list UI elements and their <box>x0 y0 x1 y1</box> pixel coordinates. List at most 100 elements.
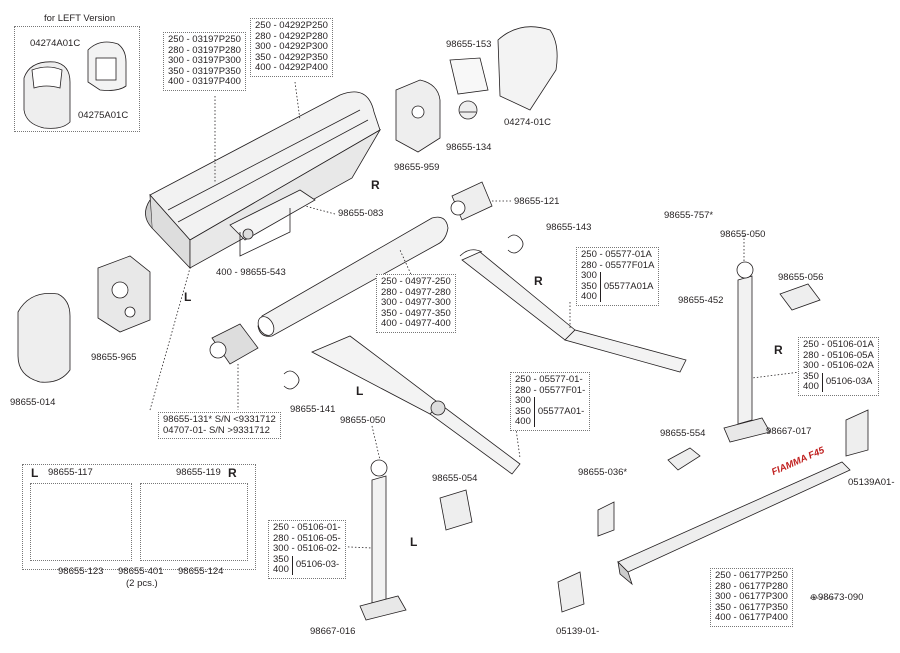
leg-left-box: 250 - 05106-01- 280 - 05106-05- 300 - 05… <box>268 520 346 579</box>
arm-left-row: 280 - 05577F01- <box>515 384 586 396</box>
roller-row: 300 - 04977-300 <box>381 297 451 309</box>
leg-right-bracket: 350 400 05106-03A <box>803 370 874 393</box>
rear-tube-row: 250 - 04292P250 <box>255 20 328 31</box>
part-label-98655-965: 98655-965 <box>91 352 137 363</box>
leg-right <box>723 261 771 443</box>
arm-left-key: 350 <box>515 405 531 417</box>
part-label-98655-050-left: 98655-050 <box>340 415 386 426</box>
part-label-98655-153: 98655-153 <box>446 39 492 50</box>
part-label-98655-757: 98655-757* <box>664 210 714 221</box>
part-qty-98655-401: (2 pcs.) <box>126 578 158 589</box>
arm-right-value: 05577A01A <box>603 280 654 292</box>
arm-joint-kit-group <box>22 464 256 570</box>
front-bar <box>617 461 851 586</box>
part-label-98655-959: 98655-959 <box>394 162 440 173</box>
arm-left-bracket: 300 350 400 05577A01- <box>515 396 585 428</box>
leg-right-value: 05106-03A <box>825 376 873 388</box>
arm-left <box>311 335 521 475</box>
front-bar-row: 280 - 06177P280 <box>715 580 788 592</box>
part-label-04274-01C: 04274-01C <box>504 117 552 128</box>
part-label-98655-121: 98655-121 <box>514 196 560 207</box>
leg-right-key: 400 <box>803 381 819 393</box>
arm-joint-kit-left <box>30 483 132 561</box>
leg-left-key: 350 <box>273 553 289 565</box>
rear-tube-box: 250 - 04292P250 280 - 04292P280 300 - 04… <box>250 18 333 77</box>
side-label-r-leg: R <box>774 343 783 357</box>
rear-tube-row: 400 - 04292P400 <box>255 62 328 74</box>
part-label-98655-056: 98655-056 <box>778 272 824 283</box>
awning-case <box>145 91 382 270</box>
front-bar-row: 300 - 06177P300 <box>715 591 788 603</box>
gear-part <box>449 57 489 120</box>
leg-left-row: 300 - 05106-02- <box>273 543 341 555</box>
left-end-cover-b <box>87 41 127 91</box>
roller-row: 250 - 04977-250 <box>381 276 451 287</box>
arm-left-key: 300 <box>515 395 531 407</box>
side-label-r: R <box>371 178 380 192</box>
arm-right-row: 280 - 05577F01A <box>581 259 655 271</box>
serial-row: 98655-131* S/N <9331712 <box>163 414 276 425</box>
part-label-98655-124: 98655-124 <box>178 566 224 577</box>
bracket-05139a <box>845 409 869 457</box>
roller-tube <box>257 216 449 337</box>
side-label-l-kit: L <box>31 466 39 480</box>
serial-box: 98655-131* S/N <9331712 04707-01- S/N >9… <box>158 412 281 440</box>
end-cap-left-top <box>497 26 558 111</box>
roller-end <box>209 323 259 365</box>
rear-tube-row: 350 - 04292P350 <box>255 51 328 63</box>
part-label-04274A01C: 04274A01C <box>30 38 81 49</box>
leg-right-row: 280 - 05106-05A <box>803 349 874 361</box>
rail-bracket <box>229 189 316 257</box>
leg-left <box>359 459 407 621</box>
arm-joint-kit-right <box>140 483 248 561</box>
side-label-l: L <box>184 290 192 304</box>
part-label-98655-054: 98655-054 <box>432 473 478 484</box>
front-tube-row: 350 - 03197P350 <box>168 65 241 77</box>
leg-right-key: 350 <box>803 370 819 382</box>
part-label-98655-452: 98655-452 <box>678 295 724 306</box>
end-cap-right <box>395 79 441 153</box>
arm-right-row: 250 - 05577-01A <box>581 249 652 260</box>
bracket-554 <box>667 447 701 471</box>
roller-plug <box>450 181 493 221</box>
part-label-98655-554: 98655-554 <box>660 428 706 439</box>
arm-right-bracket: 300 350 400 05577A01A <box>581 271 654 303</box>
leg-left-bracket: 350 400 05106-03- <box>273 553 341 576</box>
part-label-98655-050-right: 98655-050 <box>720 229 766 240</box>
left-version-group <box>14 26 140 132</box>
rear-tube-row: 280 - 04292P280 <box>255 30 328 42</box>
front-tube-row: 250 - 03197P250 <box>168 34 241 45</box>
front-tube-row: 400 - 03197P400 <box>168 76 241 88</box>
front-bar-row: 400 - 06177P400 <box>715 612 788 624</box>
part-label-05139-01: 05139-01- <box>556 626 600 637</box>
part-label-98655-036: 98655-036* <box>578 467 628 478</box>
bracket-05139 <box>557 571 585 613</box>
part-label-98655-401: 98655-401 <box>118 566 164 577</box>
bracket-056 <box>779 283 821 311</box>
front-bar-row: 350 - 06177P350 <box>715 601 788 613</box>
leg-left-value: 05106-03- <box>295 559 340 571</box>
side-label-l-arm: L <box>356 384 364 398</box>
roller-row: 280 - 04977-280 <box>381 286 451 298</box>
front-bar-box: 250 - 06177P250 280 - 06177P280 300 - 06… <box>710 568 793 627</box>
leg-right-row: 300 - 05106-02A <box>803 360 874 372</box>
leg-right-box: 250 - 05106-01A 280 - 05106-05A 300 - 05… <box>798 337 879 396</box>
plus-marker: ⊕ <box>810 592 818 602</box>
clip-036 <box>597 501 615 537</box>
part-label-98655-134: 98655-134 <box>446 142 492 153</box>
roller-box: 250 - 04977-250 280 - 04977-280 300 - 04… <box>376 274 456 333</box>
header-note: for LEFT Version <box>44 13 116 24</box>
arm-left-key: 400 <box>515 416 531 428</box>
part-label-98655-123: 98655-123 <box>58 566 104 577</box>
spring-143 <box>507 234 524 254</box>
roller-row: 350 - 04977-350 <box>381 307 451 319</box>
part-label-04275A01C: 04275A01C <box>78 110 129 121</box>
arm-left-box: 250 - 05577-01- 280 - 05577F01- 300 350 … <box>510 372 591 431</box>
leg-left-row: 250 - 05106-01- <box>273 522 341 533</box>
front-tube-row: 300 - 03197P300 <box>168 55 241 67</box>
part-label-98673-090: 98673-090 <box>818 592 864 603</box>
leg-left-row: 280 - 05106-05- <box>273 532 341 544</box>
side-label-r-arm: R <box>534 274 543 288</box>
side-label-r-kit: R <box>228 466 237 480</box>
